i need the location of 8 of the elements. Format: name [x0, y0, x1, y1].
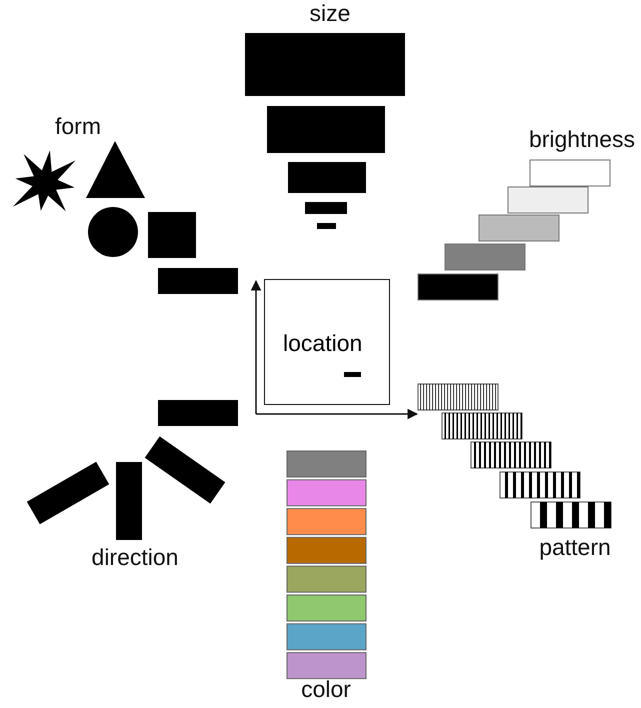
variable-label: color [301, 678, 351, 701]
variable-label: pattern [539, 536, 611, 559]
variable-label: direction [92, 546, 178, 569]
variable-label: size [310, 2, 350, 25]
box-label: location [283, 332, 362, 355]
location-box [264, 279, 390, 405]
variable-label: form [55, 115, 101, 138]
variable-label: brightness [528, 128, 636, 151]
